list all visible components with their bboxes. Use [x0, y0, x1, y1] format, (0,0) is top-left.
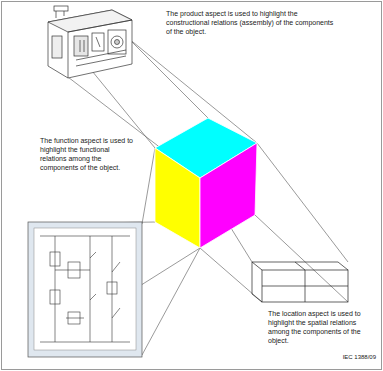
function-diagram	[112, 262, 120, 272]
function-diagram	[40, 236, 130, 342]
figure-reference: IEC 1388/09	[324, 354, 376, 362]
aspect-cube	[155, 118, 257, 248]
product-illustration	[48, 10, 132, 32]
product-illustration	[115, 40, 120, 45]
product-illustration	[48, 6, 132, 78]
aspect-note: The function aspect is used to highlight…	[40, 136, 138, 172]
projection-lines	[200, 248, 262, 302]
projection-lines	[255, 215, 348, 302]
projection-lines	[142, 148, 155, 224]
function-diagram	[50, 252, 60, 266]
product-illustration	[96, 37, 100, 47]
product-illustration	[52, 36, 62, 58]
aspect-note: The location aspect is used to highlight…	[268, 309, 372, 345]
function-diagram	[90, 236, 91, 342]
projection-lines	[142, 248, 200, 355]
location-wireframe	[295, 262, 305, 270]
product-illustration	[76, 56, 126, 66]
location-wireframe	[252, 294, 262, 302]
function-diagram	[90, 252, 96, 258]
function-diagram	[68, 312, 80, 324]
product-illustration	[92, 33, 104, 51]
function-diagram	[107, 282, 117, 294]
function-diagram	[34, 228, 136, 350]
location-wireframe	[252, 262, 253, 294]
product-illustration	[68, 32, 69, 78]
function-diagram	[68, 262, 80, 278]
product-illustration	[76, 50, 126, 60]
product-illustration	[84, 40, 85, 52]
aspect-cube	[155, 148, 200, 248]
projection-lines	[128, 38, 208, 118]
product-illustration	[80, 40, 81, 52]
function-diagram	[40, 236, 130, 237]
function-diagram	[28, 222, 142, 357]
projection-lines	[257, 143, 348, 262]
function-diagram	[66, 318, 84, 319]
product-illustration	[74, 36, 88, 56]
function-diagram	[90, 294, 96, 300]
function-diagram	[50, 290, 60, 304]
location-wireframe	[262, 270, 348, 302]
aspect-cube	[200, 143, 257, 248]
product-illustration	[54, 6, 68, 11]
product-illustration	[111, 36, 123, 48]
location-wireframe	[252, 262, 348, 270]
function-diagram	[40, 342, 130, 343]
function-diagram	[112, 236, 113, 342]
function-diagram	[28, 222, 142, 357]
function-diagram	[55, 270, 90, 271]
location-wireframe	[262, 286, 348, 287]
location-wireframe	[252, 262, 348, 302]
product-illustration	[48, 10, 132, 78]
aspect-note: The product aspect is used to highlight …	[166, 9, 336, 36]
function-diagram	[112, 308, 120, 318]
